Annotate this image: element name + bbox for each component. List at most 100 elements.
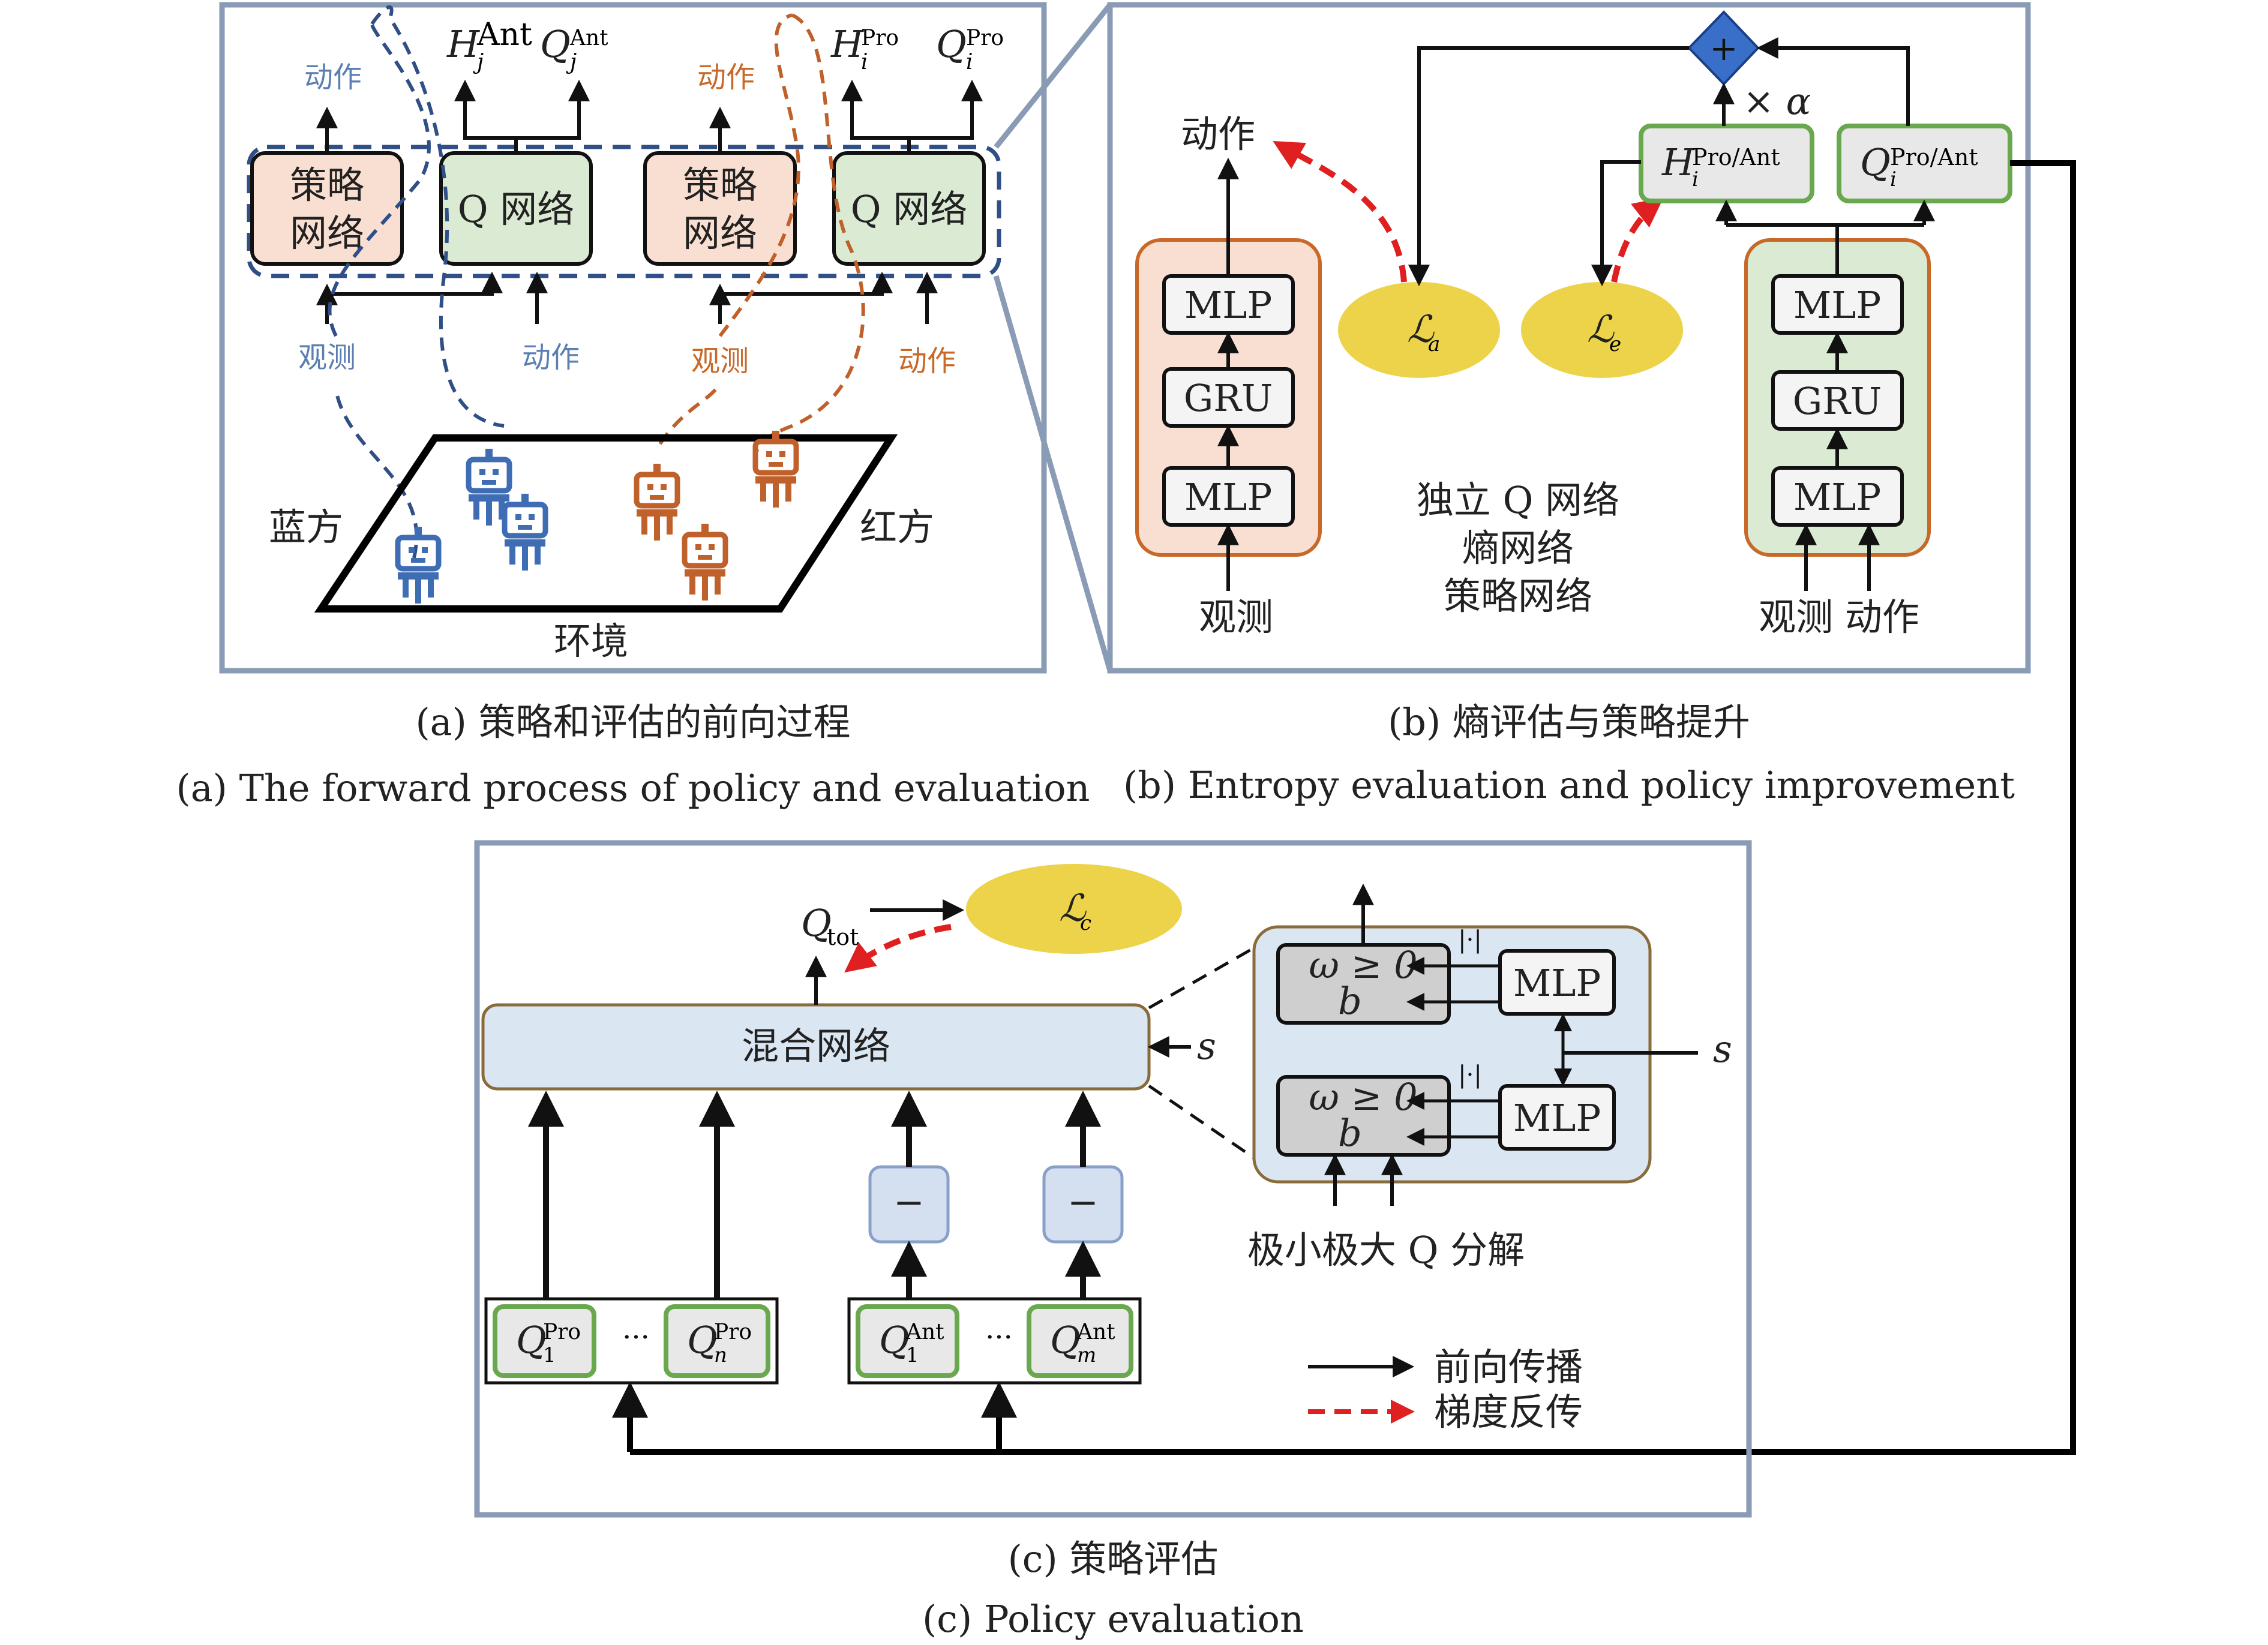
svg-text:MLP: MLP	[1184, 475, 1272, 519]
q-tot-label: Q tot	[801, 901, 859, 950]
orange-robot-3	[685, 524, 725, 601]
svg-text:MLP: MLP	[1513, 1096, 1601, 1140]
panel-b-caption-cn: (b) 熵评估与策略提升	[1388, 700, 1750, 744]
loss-e-ellipse	[1521, 282, 1683, 378]
q-box-red-label: Q 网络	[851, 187, 968, 231]
svg-text:|·|: |·|	[1458, 926, 1482, 954]
svg-text:−: −	[893, 1180, 925, 1224]
q-pro-ant-label: Q Pro/Ant i	[1860, 140, 1978, 191]
svg-text:Q: Q	[687, 1318, 718, 1362]
mixing-network-label: 混合网络	[742, 1024, 890, 1068]
svg-text:−: −	[1067, 1180, 1099, 1224]
q-pro-n-label: Q Pro n	[687, 1318, 752, 1367]
svg-text:GRU: GRU	[1184, 376, 1273, 420]
red-team-label: 红方	[860, 505, 934, 549]
policy-box-blue-label1: 策略	[290, 163, 364, 207]
svg-text:i: i	[861, 50, 868, 74]
policy-box-blue-label2: 网络	[290, 211, 364, 255]
loss-c-ellipse	[966, 864, 1182, 954]
svg-text:Pro/Ant: Pro/Ant	[1890, 144, 1978, 170]
svg-text:|·|: |·|	[1458, 1061, 1482, 1089]
svg-text:Pro: Pro	[861, 26, 899, 50]
orange-dashed-path	[658, 13, 800, 445]
action-label-red-mid: 动作	[898, 344, 956, 378]
q-pro-label: Q Pro i	[936, 22, 1004, 74]
independent-q-network-label: 独立 Q 网络	[1417, 478, 1619, 522]
q-ant-1-box	[856, 1304, 959, 1378]
svg-text:n: n	[714, 1343, 727, 1367]
svg-text:···: ···	[622, 1320, 650, 1354]
svg-text:Pro: Pro	[714, 1320, 752, 1344]
svg-text:1: 1	[906, 1343, 919, 1367]
q-observe-action-input: 观测 动作	[1759, 595, 1919, 639]
svg-text:ℒ: ℒ	[1059, 886, 1087, 930]
svg-text:b: b	[1338, 1111, 1362, 1155]
observe-label-red: 观测	[691, 344, 749, 378]
svg-text:Q: Q	[879, 1318, 910, 1362]
panel-a-caption-cn: (a) 策略和评估的前向过程	[415, 700, 850, 744]
q-feedback-connector	[630, 160, 2076, 1455]
svg-text:ℒ: ℒ	[1587, 307, 1615, 351]
loss-a-gradient-arrow	[1273, 141, 1407, 283]
q-ant-label: Q Ant j	[540, 22, 608, 74]
action-label-blue-top: 动作	[304, 61, 362, 94]
q-pro-1-box	[493, 1304, 596, 1378]
svg-text:Pro/Ant: Pro/Ant	[1692, 144, 1780, 170]
observe-label-blue: 观测	[298, 341, 356, 374]
panel-b-frame	[1107, 2, 2031, 674]
loss-a-ellipse	[1338, 282, 1500, 378]
svg-text:···: ···	[985, 1320, 1013, 1354]
svg-text:m: m	[1077, 1343, 1096, 1367]
svg-text:ω ≥ 0: ω ≥ 0	[1309, 1075, 1417, 1119]
svg-text:Ant: Ant	[1076, 1320, 1115, 1344]
panel-c-frame	[474, 840, 1752, 1518]
svg-text:H: H	[1661, 140, 1696, 184]
panel-a-dashed-group	[247, 145, 1001, 278]
q-box-blue-label: Q 网络	[458, 187, 575, 231]
svg-text:Q: Q	[936, 22, 967, 66]
svg-text:i: i	[1890, 167, 1897, 191]
svg-text:MLP: MLP	[1793, 475, 1881, 519]
blue-robot-2	[505, 494, 545, 571]
panel-c: Q tot ℒ c 混合网络 s ω ≥ 0 b ω ≥ 0 b MLP MLP…	[474, 840, 1752, 1641]
panel-c-caption-cn: (c) 策略评估	[1008, 1537, 1219, 1581]
panel-a-caption-en: (a) The forward process of policy and ev…	[176, 766, 1090, 810]
policy-observe-input: 观测	[1199, 595, 1273, 639]
svg-text:ℒ: ℒ	[1407, 307, 1435, 351]
h-pro-ant-label: H Pro/Ant i	[1661, 140, 1780, 191]
svg-text:e: e	[1609, 332, 1621, 356]
q-pro-n-box	[664, 1304, 770, 1378]
svg-text:Q: Q	[1050, 1318, 1081, 1362]
policy-network-label: 策略网络	[1444, 574, 1592, 618]
action-label-red-top: 动作	[697, 61, 755, 94]
blue-robot-3	[398, 527, 439, 604]
svg-text:i: i	[966, 50, 973, 74]
policy-action-output: 动作	[1181, 112, 1255, 156]
svg-text:tot: tot	[827, 924, 859, 950]
state-s-label-inset: s	[1713, 1027, 1732, 1071]
svg-text:a: a	[1428, 332, 1440, 356]
svg-text:MLP: MLP	[1513, 961, 1601, 1005]
blue-dashed-path	[328, 23, 431, 559]
panel-a: 策略 网络 Q 网络 策略 网络 Q 网络 H Ant j Q Ant j	[176, 2, 1090, 810]
svg-text:Q: Q	[540, 22, 571, 66]
svg-text:H: H	[830, 22, 865, 66]
svg-text:Ant: Ant	[569, 26, 608, 50]
h-pro-label: H Pro i	[830, 22, 899, 74]
entropy-network-label: 熵网络	[1462, 526, 1574, 570]
orange-robot-1	[637, 464, 677, 541]
svg-text:GRU: GRU	[1793, 379, 1882, 423]
loss-e-gradient-arrow	[1611, 197, 1664, 283]
environment-plane	[314, 434, 898, 613]
panel-c-caption-en: (c) Policy evaluation	[922, 1597, 1304, 1641]
svg-text:c: c	[1080, 911, 1091, 935]
q-ant-m-box	[1027, 1304, 1133, 1378]
omega-box-bottom	[1276, 1075, 1451, 1157]
q-ant-1-label: Q Ant 1	[879, 1318, 944, 1367]
policy-box-red-label2: 网络	[683, 211, 757, 255]
panel-a-frame	[219, 2, 1047, 674]
svg-text:Ant: Ant	[905, 1320, 944, 1344]
svg-text:ω ≥ 0: ω ≥ 0	[1309, 943, 1417, 987]
svg-text:+: +	[1710, 29, 1738, 68]
